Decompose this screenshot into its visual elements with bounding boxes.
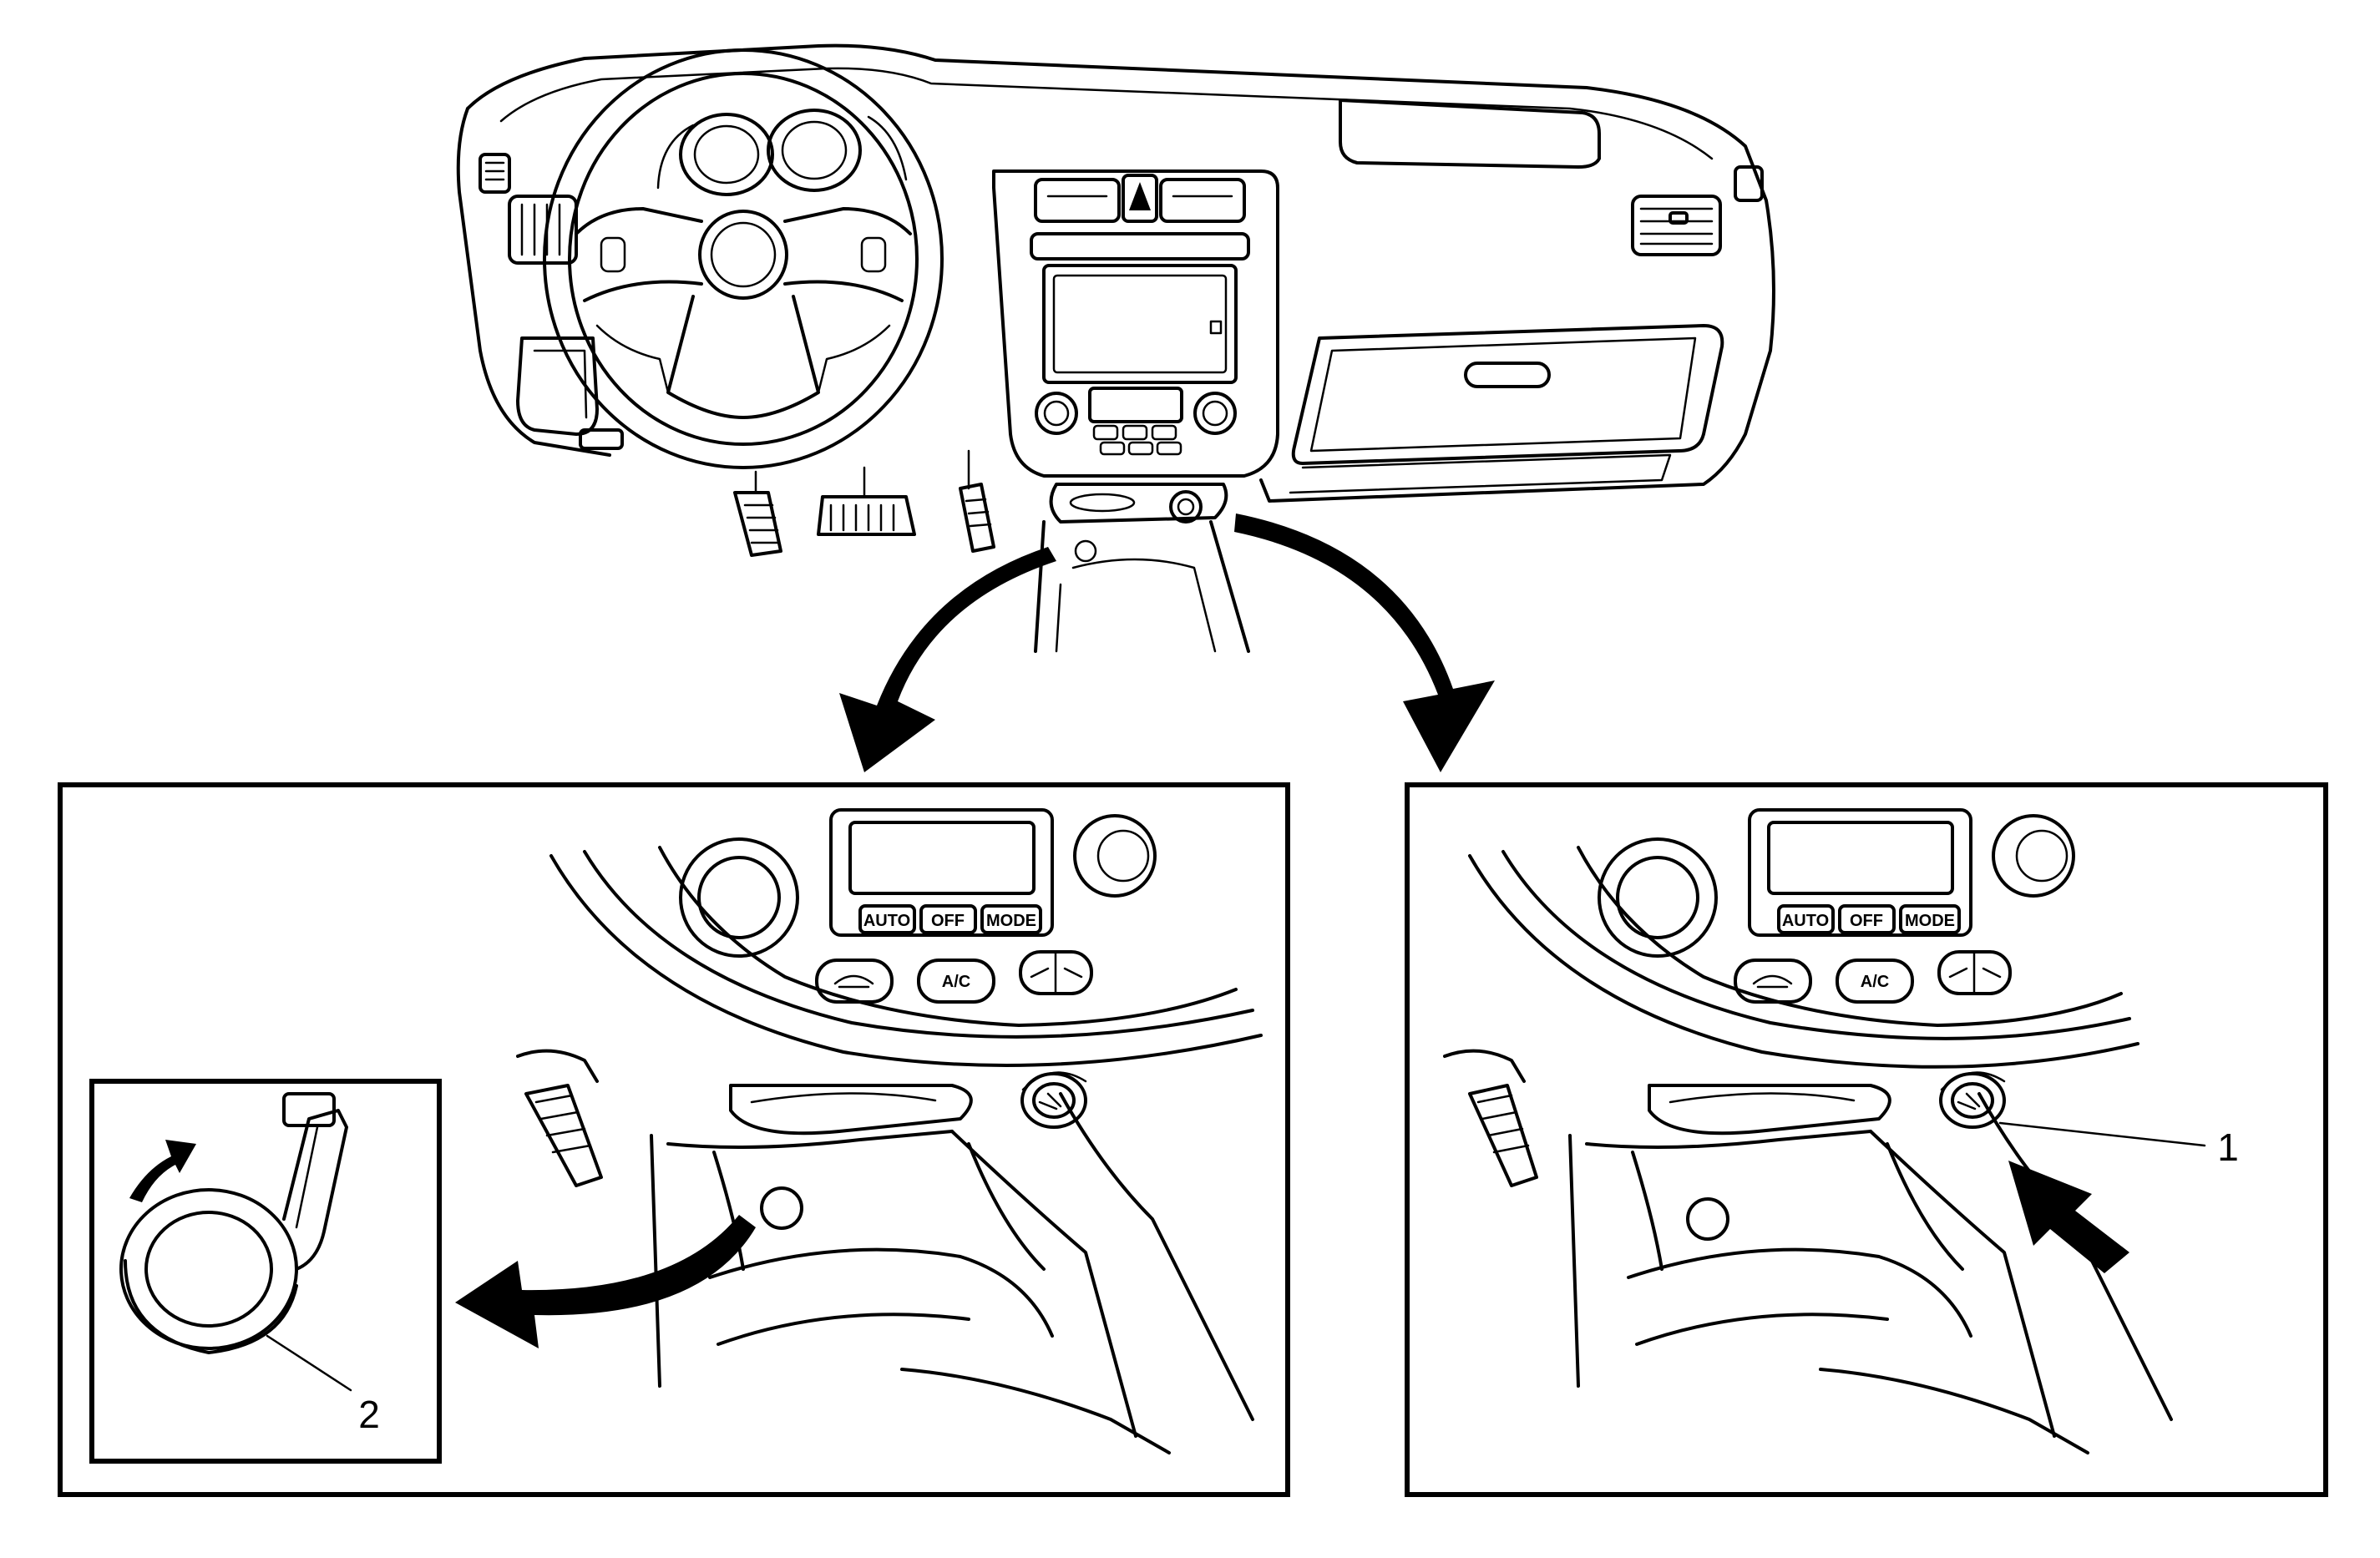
power-outlet-top xyxy=(1169,490,1203,524)
climate-display-1 xyxy=(848,821,1036,895)
curved-arrow-right xyxy=(1234,513,1495,772)
rotate-arrow-icon xyxy=(129,1140,196,1202)
defrost-button-2 xyxy=(1937,950,2012,995)
center-vent-right xyxy=(1159,178,1246,223)
hazard-button xyxy=(1122,174,1158,223)
detail-panel-outlet-location: AUTO OFF MODE A/C xyxy=(1405,782,2328,1497)
climate-knob-right xyxy=(1193,392,1237,435)
climate-knob-left xyxy=(1035,392,1078,435)
ac-button-2 xyxy=(1836,959,1914,1004)
callout-line-2 xyxy=(266,1334,352,1392)
instrument-cluster xyxy=(656,109,908,196)
ac-button-1 xyxy=(917,959,995,1004)
outlet-opening-right xyxy=(1686,1197,1729,1241)
recirc-button-1 xyxy=(815,959,894,1004)
knob-left-detail-1 xyxy=(679,837,799,958)
defrost-button-1 xyxy=(1019,950,1093,995)
radio-display xyxy=(1042,264,1238,384)
off-label-2: OFF xyxy=(1850,912,1883,930)
outlet-cap xyxy=(119,1092,348,1354)
removal-arrow xyxy=(455,1215,756,1348)
side-vent-left xyxy=(479,153,511,194)
callout-label-2: 2 xyxy=(358,1393,380,1436)
mode-button-1: MODE xyxy=(980,904,1042,934)
climate-display-2 xyxy=(1767,821,1954,895)
outlet-opening-left xyxy=(760,1186,803,1230)
mode-label-2: MODE xyxy=(1905,912,1955,930)
mode-label-1: MODE xyxy=(986,912,1036,930)
callout-label-1: 1 xyxy=(2217,1126,2239,1169)
pedals xyxy=(733,449,995,557)
ac-label-1: A/C xyxy=(942,973,970,991)
detail-frame-right xyxy=(1405,782,2328,1497)
vent-left xyxy=(508,195,578,265)
detail-panel-cap-removal: AUTO OFF MODE A/C xyxy=(58,782,1290,1497)
location-arrow xyxy=(2008,1161,2129,1273)
mode-button-2: MODE xyxy=(1899,904,1961,934)
auto-button-1: AUTO xyxy=(858,904,916,934)
curved-arrow-left xyxy=(839,547,1056,772)
knob-left-detail-2 xyxy=(1598,837,1718,958)
callout-line-1 xyxy=(1998,1121,2206,1147)
center-stack xyxy=(992,169,1279,478)
detail-frame-left xyxy=(58,782,1290,1497)
cap-inset-frame xyxy=(89,1079,442,1464)
recirc-button-2 xyxy=(1734,959,1812,1004)
auto-label-2: AUTO xyxy=(1782,912,1829,930)
center-vent-left xyxy=(1034,178,1121,223)
vent-right xyxy=(1631,195,1722,256)
ac-label-2: A/C xyxy=(1861,973,1889,991)
off-button-2: OFF xyxy=(1838,904,1896,934)
glovebox xyxy=(1289,324,1724,494)
dashboard-overview xyxy=(456,43,1775,772)
auto-label-1: AUTO xyxy=(863,912,910,930)
auto-button-2: AUTO xyxy=(1777,904,1835,934)
side-vent-right xyxy=(1734,165,1764,202)
steering-wheel xyxy=(543,48,944,469)
power-outlet-detail-1 xyxy=(1020,1071,1087,1129)
off-label-1: OFF xyxy=(931,912,965,930)
hazard-triangle-icon xyxy=(1129,182,1151,210)
power-outlet-detail-2 xyxy=(1939,1071,2006,1129)
off-button-1: OFF xyxy=(919,904,977,934)
